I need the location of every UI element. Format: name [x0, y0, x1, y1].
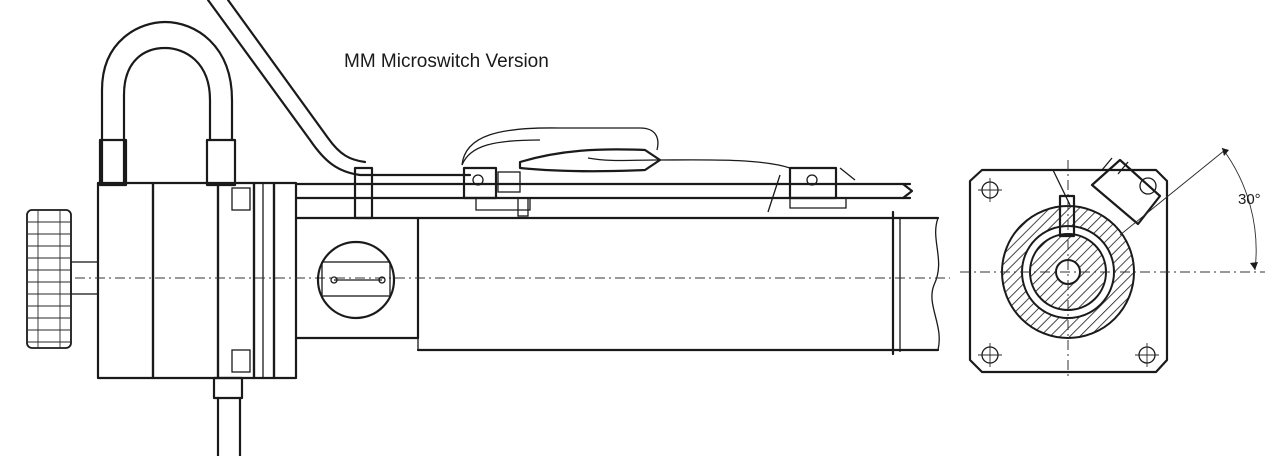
cable-loop [98, 20, 237, 187]
bottom-cable [212, 376, 244, 456]
diagonal-cable [206, 0, 472, 177]
angle-dimension: 30° [1119, 147, 1261, 271]
microswitch-right [767, 166, 856, 213]
inspection-window [316, 240, 396, 320]
motor-housing [96, 181, 298, 380]
end-view-switch-arm [1052, 157, 1162, 238]
microswitch-left [462, 166, 531, 217]
bead-chain [461, 127, 791, 173]
end-view-flange [968, 168, 1169, 374]
knurled-knob [26, 209, 99, 349]
actuator-tube [75, 210, 950, 356]
angle-label: 30° [1238, 191, 1261, 208]
end-view-shaft-section [960, 160, 1265, 380]
drawing-caption: MM Microswitch Version [344, 51, 549, 72]
